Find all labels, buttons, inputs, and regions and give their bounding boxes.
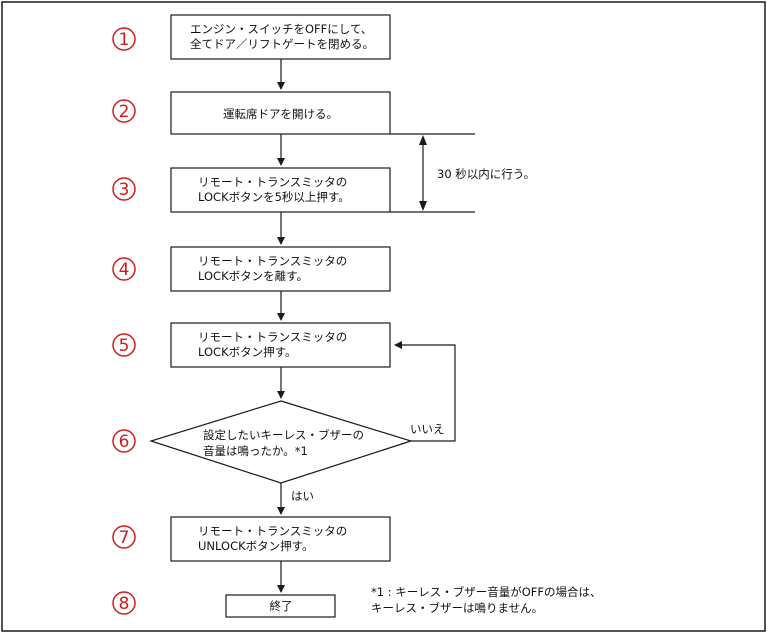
branch-yes-label: はい — [291, 489, 314, 503]
footnote-line-1: *1 : キーレス・ブザー音量がOFFの場合は、 — [371, 585, 602, 599]
step-7-line-1: リモート・トランスミッタの — [198, 524, 347, 538]
step-number-8: 8 — [112, 591, 136, 615]
step-8-label: 終了 — [270, 599, 293, 613]
step-number-5: 5 — [112, 333, 136, 357]
loop-arrow-no — [394, 341, 456, 442]
step-number-2: 2 — [112, 99, 136, 123]
step-8-end-box — [225, 594, 336, 618]
step-3-box — [170, 167, 391, 213]
step-number-1: 1 — [112, 27, 136, 51]
step-number-3: 3 — [112, 177, 136, 201]
branch-no-label: いいえ — [410, 422, 445, 436]
step-3-line-2: LOCKボタンを5秒以上押す。 — [198, 190, 350, 204]
svg-text:8: 8 — [119, 594, 130, 614]
footnote-line-2: キーレス・ブザーは鳴りません。 — [371, 601, 543, 615]
step-7-line-2: UNLOCKボタン押す。 — [198, 539, 314, 553]
svg-text:6: 6 — [119, 432, 130, 452]
timing-arrow-up — [419, 135, 427, 145]
step-number-4: 4 — [112, 257, 136, 281]
step-7-box — [170, 516, 391, 562]
step-5-box — [170, 322, 391, 368]
svg-text:2: 2 — [119, 102, 130, 122]
step-5-line-2: LOCKボタン押す。 — [198, 345, 296, 359]
step-6-line-1: 設定したいキーレス・ブザーの — [203, 428, 364, 442]
svg-text:1: 1 — [119, 30, 130, 50]
step-5-line-1: リモート・トランスミッタの — [198, 330, 347, 344]
step-1-line-1: エンジン・スイッチをOFFにして、 — [190, 22, 372, 36]
step-4-line-2: LOCKボタンを離す。 — [198, 269, 308, 283]
svg-text:7: 7 — [119, 528, 130, 548]
step-3-line-1: リモート・トランスミッタの — [198, 175, 347, 189]
step-6-decision — [149, 400, 413, 484]
step-1-box — [170, 14, 391, 60]
step-4-box — [170, 246, 391, 292]
step-4-line-1: リモート・トランスミッタの — [198, 254, 347, 268]
step-number-7: 7 — [112, 525, 136, 549]
svg-text:3: 3 — [119, 180, 130, 200]
timing-arrow-down — [419, 201, 427, 211]
step-2-line-1: 運転席ドアを開ける。 — [223, 107, 338, 121]
step-1-line-2: 全てドア／リフトゲートを閉める。 — [190, 37, 374, 51]
svg-text:5: 5 — [119, 336, 130, 356]
timing-note: 30 秒以内に行う。 — [437, 167, 535, 181]
svg-text:4: 4 — [119, 260, 130, 280]
step-6-line-2: 音量は鳴ったか。*1 — [203, 444, 308, 458]
step-number-6: 6 — [112, 429, 136, 453]
